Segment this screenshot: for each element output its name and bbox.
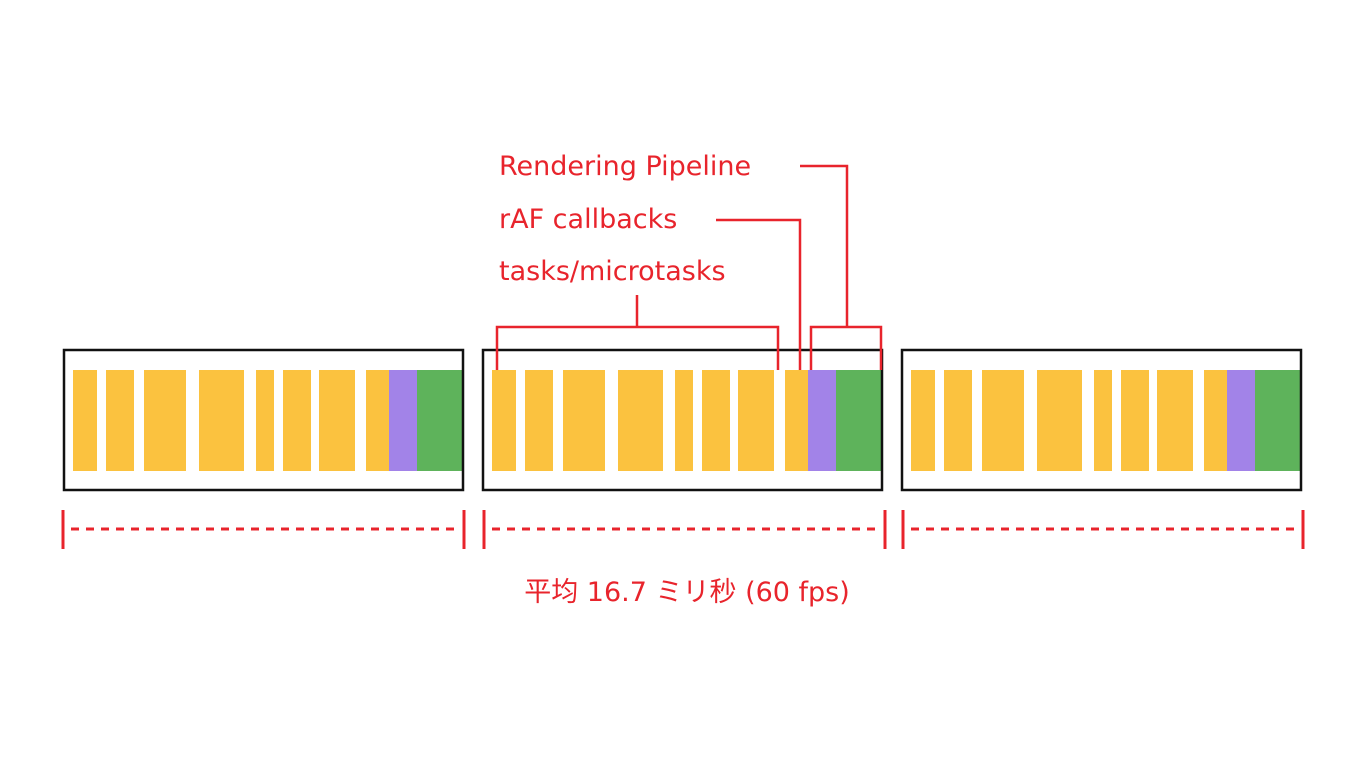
task-bar bbox=[738, 370, 774, 471]
tasks-microtasks-label: tasks/microtasks bbox=[499, 256, 726, 287]
raf-bar bbox=[1227, 370, 1255, 471]
raf-leader bbox=[716, 218, 802, 370]
frame bbox=[900, 348, 1303, 492]
timing-indicators bbox=[61, 510, 1305, 549]
rendering-pipeline-label: Rendering Pipeline bbox=[499, 151, 751, 182]
raf-callbacks-label: rAF callbacks bbox=[499, 204, 677, 235]
task-bar bbox=[1094, 370, 1112, 471]
pipeline-bar bbox=[836, 370, 882, 471]
raf-bar bbox=[808, 370, 836, 471]
tasks-bracket bbox=[495, 325, 780, 370]
pipeline-leader bbox=[800, 164, 849, 327]
task-bar bbox=[1204, 370, 1230, 471]
task-bar bbox=[563, 370, 605, 471]
task-bar bbox=[702, 370, 730, 471]
task-bar bbox=[944, 370, 972, 471]
frame-border bbox=[62, 348, 465, 492]
task-bar bbox=[911, 370, 935, 471]
frames-group bbox=[62, 348, 1303, 492]
task-bar bbox=[366, 370, 392, 471]
task-bar bbox=[256, 370, 274, 471]
pipeline-bar bbox=[417, 370, 463, 471]
task-bar bbox=[492, 370, 516, 471]
annotations-group bbox=[495, 164, 883, 370]
task-bar bbox=[675, 370, 693, 471]
task-bar bbox=[618, 370, 663, 471]
task-bar bbox=[73, 370, 97, 471]
pipeline-bar bbox=[1255, 370, 1301, 471]
pipeline-bracket bbox=[809, 325, 883, 370]
frame-border bbox=[481, 348, 884, 492]
task-bar bbox=[199, 370, 244, 471]
task-bar bbox=[982, 370, 1024, 471]
task-bar bbox=[1157, 370, 1193, 471]
task-bar bbox=[1121, 370, 1149, 471]
frame bbox=[481, 348, 884, 492]
task-bar bbox=[785, 370, 811, 471]
frame-border bbox=[900, 348, 1303, 492]
raf-bar bbox=[389, 370, 417, 471]
task-bar bbox=[144, 370, 186, 471]
frame-duration-caption: 平均 16.7 ミリ秒 (60 fps) bbox=[524, 577, 850, 608]
task-bar bbox=[283, 370, 311, 471]
task-bar bbox=[106, 370, 134, 471]
frame bbox=[62, 348, 465, 492]
task-bar bbox=[319, 370, 355, 471]
task-bar bbox=[525, 370, 553, 471]
task-bar bbox=[1037, 370, 1082, 471]
